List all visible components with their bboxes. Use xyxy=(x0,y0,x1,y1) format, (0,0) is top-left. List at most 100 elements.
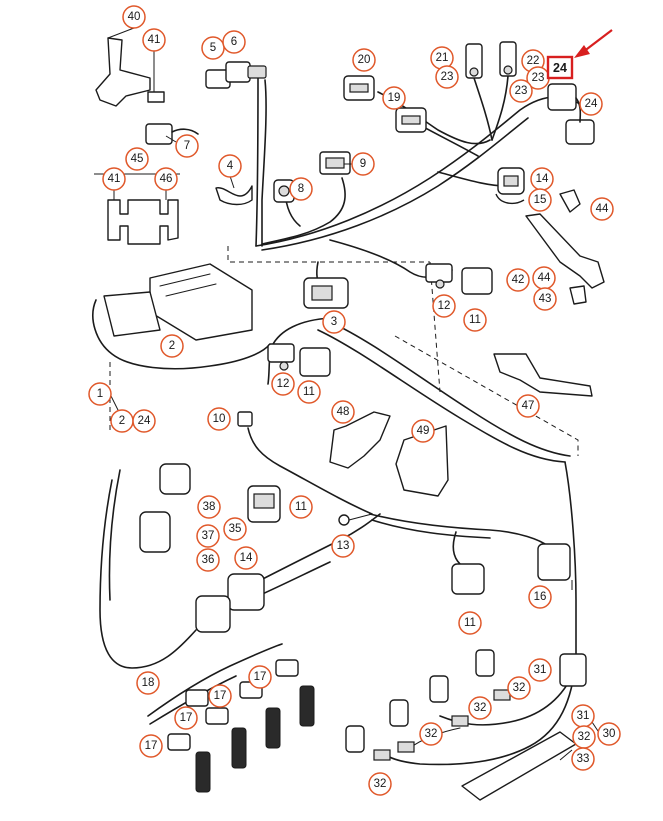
callout-32e-label: 32 xyxy=(578,731,591,743)
callout-3: 3 xyxy=(322,310,346,334)
callout-15-label: 15 xyxy=(534,194,547,206)
connector-9 xyxy=(319,151,351,175)
callout-44-b: 44 xyxy=(532,266,556,290)
callout-41-label: 41 xyxy=(148,34,161,46)
callout-16-label: 16 xyxy=(534,591,547,603)
connector-11-c xyxy=(247,485,281,523)
callout-4: 4 xyxy=(218,154,242,178)
bracket-45 xyxy=(107,199,179,245)
callout-43-label: 43 xyxy=(539,293,552,305)
callout-23b-label: 23 xyxy=(532,72,545,84)
callout-24b-label: 24 xyxy=(585,98,598,110)
connector-31 xyxy=(559,653,587,687)
callout-35-label: 35 xyxy=(229,523,242,535)
sensor-14-15 xyxy=(495,167,525,205)
callout-32-c: 32 xyxy=(419,722,443,746)
callout-11a-label: 11 xyxy=(469,314,481,326)
callout-46: 46 xyxy=(154,167,178,191)
leader-lines xyxy=(94,27,601,761)
callout-6-label: 6 xyxy=(231,36,237,48)
callout-2b-label: 2 xyxy=(119,415,125,427)
sensor-38-37 xyxy=(139,463,191,553)
callout-31a-label: 31 xyxy=(534,664,547,676)
highlight-24-label: 24 xyxy=(553,61,567,75)
callout-37-label: 37 xyxy=(202,530,215,542)
callout-21-label: 21 xyxy=(436,52,449,64)
callout-49: 49 xyxy=(411,419,435,443)
connector-16 xyxy=(537,543,571,581)
callout-4-label: 4 xyxy=(227,160,234,172)
callout-41-b: 41 xyxy=(102,167,126,191)
connector-3 xyxy=(303,277,349,309)
callout-9-label: 9 xyxy=(360,158,366,170)
bracket-47 xyxy=(493,353,593,397)
connector-24-top xyxy=(547,83,595,145)
callout-12-a: 12 xyxy=(432,294,456,318)
connectors-20-19 xyxy=(343,75,427,133)
callout-7-label: 7 xyxy=(184,140,190,152)
callout-45: 45 xyxy=(125,147,149,171)
callout-17d-label: 17 xyxy=(145,740,158,752)
connector-12-11-mid xyxy=(267,343,331,377)
sensor-14-lower xyxy=(195,573,265,633)
callout-44a-label: 44 xyxy=(596,203,609,215)
callout-11-a: 11 xyxy=(463,308,487,332)
callout-20-label: 20 xyxy=(358,54,371,66)
callout-12-b: 12 xyxy=(271,372,295,396)
callout-38-label: 38 xyxy=(203,501,216,513)
callout-5: 5 xyxy=(201,36,225,60)
callout-7: 7 xyxy=(175,134,199,158)
callout-35: 35 xyxy=(223,517,247,541)
callout-14-b: 14 xyxy=(234,546,258,570)
highlight-24: 24 xyxy=(546,29,613,80)
bracket-48 xyxy=(329,411,391,469)
callout-43: 43 xyxy=(533,287,557,311)
callout-1-label: 1 xyxy=(97,388,103,400)
callout-9: 9 xyxy=(351,152,375,176)
callout-23-c: 23 xyxy=(509,79,533,103)
ignition-coils xyxy=(167,659,315,793)
callout-15: 15 xyxy=(528,188,552,212)
ground-13 xyxy=(338,513,373,526)
callout-17c-label: 17 xyxy=(180,712,193,724)
callout-19-label: 19 xyxy=(388,92,401,104)
callout-8-label: 8 xyxy=(298,183,304,195)
callout-22-label: 22 xyxy=(527,55,540,67)
callouts: 40 41 5 6 7 45 41 46 4 8 9 20 19 21 22 2… xyxy=(88,5,621,796)
callout-40: 40 xyxy=(122,5,146,29)
dashed-guides xyxy=(109,246,579,456)
callout-12b-label: 12 xyxy=(277,378,290,390)
callout-36: 36 xyxy=(196,548,220,572)
callout-18-label: 18 xyxy=(142,677,155,689)
callout-14b-label: 14 xyxy=(240,552,253,564)
highlight-arrowhead xyxy=(574,45,590,58)
callout-33: 33 xyxy=(571,747,595,771)
callout-11d-label: 11 xyxy=(464,617,476,629)
callout-31-a: 31 xyxy=(528,658,552,682)
callout-37: 37 xyxy=(196,524,220,548)
callout-30: 30 xyxy=(597,722,621,746)
callout-17-c: 17 xyxy=(174,706,198,730)
callout-2-b: 2 xyxy=(110,409,134,433)
callout-6: 6 xyxy=(222,30,246,54)
callout-13-label: 13 xyxy=(337,540,350,552)
bracket-42-43-44 xyxy=(525,189,605,305)
connector-10 xyxy=(237,411,253,427)
callout-11b-label: 11 xyxy=(303,386,315,398)
callout-13: 13 xyxy=(331,534,355,558)
callout-44-a: 44 xyxy=(590,197,614,221)
callout-14a-label: 14 xyxy=(536,173,549,185)
callout-31b-label: 31 xyxy=(577,710,590,722)
callout-12a-label: 12 xyxy=(438,300,451,312)
callout-23a-label: 23 xyxy=(441,71,454,83)
callout-14-a: 14 xyxy=(530,167,554,191)
callout-11-b: 11 xyxy=(297,380,321,404)
callout-32a-label: 32 xyxy=(513,682,526,694)
callout-41b-label: 41 xyxy=(108,173,121,185)
callout-24-c: 24 xyxy=(132,409,156,433)
callout-46-label: 46 xyxy=(160,173,173,185)
callout-47-label: 47 xyxy=(522,400,535,412)
callout-2a-label: 2 xyxy=(169,340,175,352)
callout-17a-label: 17 xyxy=(254,671,267,683)
